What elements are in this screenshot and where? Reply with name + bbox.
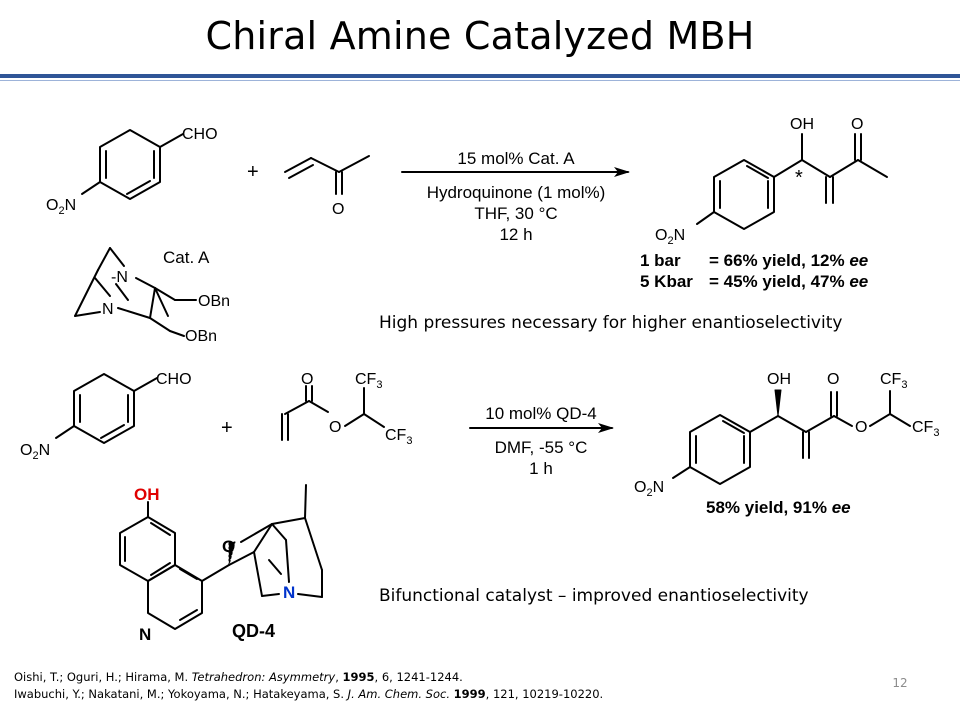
page-number: 12 bbox=[892, 676, 908, 690]
r1-catalyst-a-structure bbox=[74, 247, 197, 337]
r1-catalyst-label: Cat. A bbox=[163, 248, 210, 267]
r2-aldehyde-cho: CHO bbox=[156, 371, 192, 388]
r1-plus-sign: + bbox=[247, 161, 259, 183]
r2-product-nitro: O2N bbox=[634, 479, 664, 499]
r2-catalyst-quinoline-n: N bbox=[139, 625, 151, 644]
r2-product-wedge-bond bbox=[774, 389, 782, 417]
r1-product-oh: OH bbox=[790, 116, 814, 133]
r1-product-carbonyl-o: O bbox=[851, 116, 863, 133]
r2-aldehyde-structure bbox=[55, 373, 158, 444]
r1-enone-carbonyl-o: O bbox=[332, 201, 344, 218]
r2-acrylate-structure bbox=[281, 385, 385, 441]
r2-catalyst-bridge-n: N bbox=[283, 583, 295, 602]
r2-product-cf3-top: CF3 bbox=[880, 371, 907, 391]
r2-acrylate-cf3-right: CF3 bbox=[385, 427, 412, 447]
r1-arrow-bottom-text-2: THF, 30 °C bbox=[474, 204, 557, 223]
r2-plus-sign: + bbox=[221, 417, 233, 439]
r1-catalyst-n-top: -N bbox=[111, 269, 128, 286]
r1-arrow-bottom-text-3: 12 h bbox=[499, 225, 532, 244]
title-rule bbox=[0, 74, 960, 78]
r1-aldehyde-structure bbox=[81, 129, 184, 200]
r1-enone-structure bbox=[284, 155, 370, 195]
r2-arrow-top-text: 10 mol% QD-4 bbox=[485, 404, 596, 423]
r1-catalyst-n-bottom: N bbox=[102, 301, 114, 318]
r1-result-row-1: 1 bar= 66% yield, 12% ee bbox=[640, 251, 868, 270]
r2-acrylate-carbonyl-o: O bbox=[301, 371, 313, 388]
r1-result-row-2: 5 Kbar= 45% yield, 47% ee bbox=[640, 272, 868, 291]
r2-arrow-bottom-text-1: DMF, -55 °C bbox=[495, 438, 588, 457]
r2-product-ester-o: O bbox=[855, 419, 867, 436]
r1-product-stereocenter-star: * bbox=[795, 167, 803, 189]
r1-arrow-bottom-text-1: Hydroquinone (1 mol%) bbox=[427, 183, 606, 202]
r2-result: 58% yield, 91% ee bbox=[706, 498, 851, 517]
r1-product-structure bbox=[696, 133, 888, 230]
r1-catalyst-obn-2: OBn bbox=[185, 328, 217, 345]
r2-catalyst-ether-o: O bbox=[222, 537, 235, 556]
slide-title: Chiral Amine Catalyzed MBH bbox=[205, 14, 755, 58]
reaction-scheme: CHO O2N + O 15 mol% Cat. A Hydroquinone … bbox=[20, 116, 939, 644]
r2-product-oh: OH bbox=[767, 371, 791, 388]
r2-catalyst-wedge-bond bbox=[228, 541, 236, 566]
r2-arrow-bottom-text-2: 1 h bbox=[529, 459, 553, 478]
reference-1: Oishi, T.; Oguri, H.; Hirama, M. Tetrahe… bbox=[14, 670, 463, 684]
r1-aldehyde-nitro: O2N bbox=[46, 197, 76, 217]
r2-acrylate-ester-o: O bbox=[329, 419, 341, 436]
r2-caption: Bifunctional catalyst – improved enantio… bbox=[379, 586, 809, 606]
r1-catalyst-obn-1: OBn bbox=[198, 293, 230, 310]
r1-arrow-top-text: 15 mol% Cat. A bbox=[457, 149, 575, 168]
references: Oishi, T.; Oguri, H.; Hirama, M. Tetrahe… bbox=[14, 669, 834, 703]
r2-aldehyde-nitro: O2N bbox=[20, 442, 50, 462]
r1-product-nitro: O2N bbox=[655, 227, 685, 247]
r2-acrylate-cf3-top: CF3 bbox=[355, 371, 382, 391]
r2-catalyst-qd4-structure bbox=[119, 484, 323, 630]
r2-catalyst-label: QD-4 bbox=[232, 621, 275, 641]
r2-catalyst-hydroxyl: OH bbox=[134, 485, 160, 504]
reference-2: Iwabuchi, Y.; Nakatani, M.; Yokoyama, N.… bbox=[14, 687, 604, 701]
r2-product-carbonyl-o: O bbox=[827, 371, 839, 388]
r2-product-structure bbox=[672, 390, 911, 485]
r1-aldehyde-cho: CHO bbox=[182, 126, 218, 143]
r1-caption: High pressures necessary for higher enan… bbox=[379, 313, 843, 333]
r2-product-cf3-right: CF3 bbox=[912, 419, 939, 439]
title-rule-thin bbox=[0, 80, 960, 81]
